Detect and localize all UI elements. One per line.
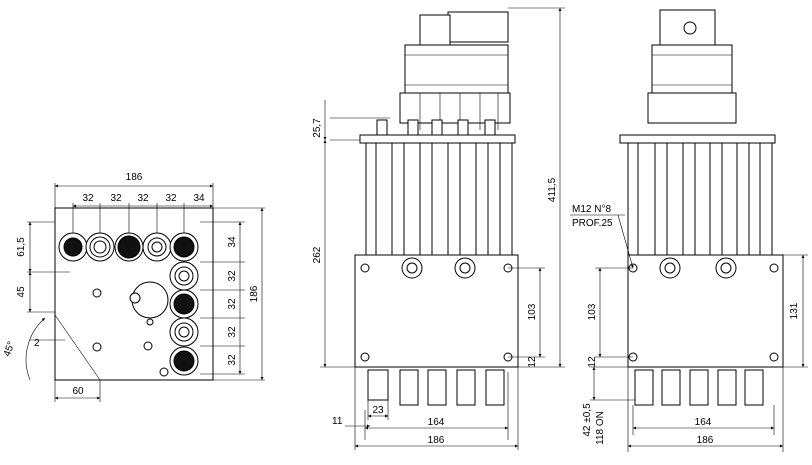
dim-42: 42 ±0,5 bbox=[582, 403, 593, 437]
dim-right-186: 186 bbox=[249, 285, 260, 302]
junction-box bbox=[447, 11, 509, 43]
dim-186-front: 186 bbox=[428, 435, 445, 446]
dim-top-186: 186 bbox=[126, 172, 143, 183]
dim-right-32a: 32 bbox=[227, 270, 238, 282]
dim-offset-2: 2 bbox=[34, 338, 40, 349]
note-m12: M12 N°8 bbox=[572, 204, 611, 215]
base-block bbox=[354, 254, 519, 368]
dim-right-32d: 32 bbox=[227, 354, 238, 366]
dim-186-side: 186 bbox=[697, 435, 714, 446]
dim-pitch-5: 34 bbox=[193, 193, 205, 204]
dim-23: 23 bbox=[372, 405, 384, 416]
dim-131: 131 bbox=[789, 302, 800, 319]
dim-pitch-3: 32 bbox=[137, 193, 149, 204]
top-view: 186 32 32 32 32 34 61,5 45 2 45° 60 bbox=[2, 172, 265, 402]
dim-103-front: 103 bbox=[527, 303, 538, 320]
side-base-block bbox=[627, 254, 784, 368]
dim-right-34: 34 bbox=[227, 236, 238, 248]
dim-103-side: 103 bbox=[587, 303, 598, 320]
dim-262: 262 bbox=[312, 246, 323, 263]
dim-164-front: 164 bbox=[428, 417, 445, 428]
dim-12-front: 12 bbox=[527, 356, 538, 368]
dim-angle-45: 45° bbox=[2, 340, 18, 358]
dim-right-32c: 32 bbox=[227, 326, 238, 338]
dim-left-61-5: 61,5 bbox=[16, 237, 27, 257]
dim-pitch-1: 32 bbox=[82, 193, 94, 204]
dim-411-5: 411,5 bbox=[547, 177, 558, 202]
side-view: M12 N°8 PROF.25 103 12 131 42 ±0,5 118 O… bbox=[570, 9, 808, 452]
front-view: 25,7 262 411,5 103 12 23 11 164 186 bbox=[312, 7, 565, 450]
dim-11: 11 bbox=[332, 416, 343, 427]
chamfer-line bbox=[54, 314, 101, 381]
dim-left-45: 45 bbox=[16, 286, 27, 298]
motor-body bbox=[404, 44, 509, 94]
dim-25-7: 25,7 bbox=[312, 118, 323, 138]
dim-bottom-60: 60 bbox=[72, 386, 84, 397]
dim-pitch-2: 32 bbox=[110, 193, 122, 204]
dim-right-32b: 32 bbox=[227, 298, 238, 310]
dim-164-side: 164 bbox=[695, 417, 712, 428]
note-prof: PROF.25 bbox=[572, 218, 613, 229]
dim-pitch-4: 32 bbox=[165, 193, 177, 204]
dim-12-side: 12 bbox=[587, 356, 598, 368]
fittings-row bbox=[58, 232, 199, 377]
dim-118: 118 ON bbox=[595, 411, 606, 445]
